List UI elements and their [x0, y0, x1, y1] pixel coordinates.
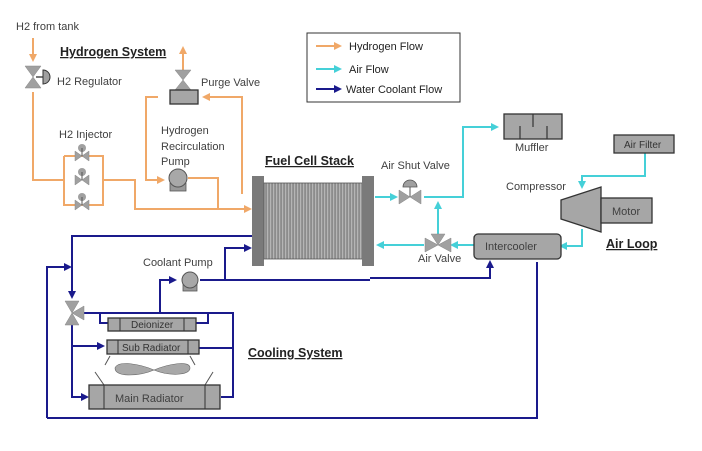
- stack-end-plate-left: [252, 176, 264, 266]
- purge-valve[interactable]: [169, 69, 199, 105]
- air-filter-label: Air Filter: [624, 140, 662, 151]
- coolant-valve-to-main-radiator-line: [71, 325, 89, 401]
- recirc-pump-label-3: Pump: [161, 156, 190, 168]
- h2-regulator-to-injector-line: [32, 92, 64, 181]
- coolant-deionizer-out: [196, 313, 209, 324]
- legend-hydrogen-label: Hydrogen Flow: [349, 41, 423, 53]
- coolant-return-to-valve-line: [46, 263, 72, 418]
- coolant-valve-to-radiators-line: [82, 312, 234, 398]
- coolant-flow-lines: [46, 235, 538, 419]
- recirc-pump-label-2: Recirculation: [161, 141, 225, 153]
- h2-regulator-valve[interactable]: [24, 65, 51, 89]
- legend-item-coolant: Water Coolant Flow: [316, 84, 442, 96]
- h2-purge-to-pump-line: [145, 96, 165, 184]
- purge-valve-label: Purge Valve: [201, 77, 260, 89]
- legend-item-air: Air Flow: [316, 64, 389, 76]
- deionizer-label: Deionizer: [131, 320, 174, 331]
- air-compressor-to-intercooler-line: [559, 229, 583, 250]
- motor: [600, 197, 653, 224]
- sub-radiator-label: Sub Radiator: [122, 343, 181, 354]
- legend-item-hydrogen: Hydrogen Flow: [316, 41, 423, 53]
- intercooler-label: Intercooler: [485, 241, 537, 253]
- coolant-pump-to-stack-line: [224, 244, 252, 280]
- h2-pump-to-stack-line: [188, 177, 219, 209]
- stack-cells: [263, 182, 365, 260]
- motor-label: Motor: [612, 206, 640, 218]
- hydrogen-flow-lines: [29, 38, 252, 213]
- sub-radiator: [106, 339, 200, 355]
- air-filter-to-compressor-line: [578, 153, 646, 189]
- air-valve-label: Air Valve: [418, 253, 461, 265]
- compressor: [560, 186, 602, 233]
- muffler: [503, 113, 563, 140]
- coolant-pump[interactable]: [181, 271, 199, 292]
- air-loop-title: Air Loop: [606, 237, 658, 251]
- cooling-system-title: Cooling System: [248, 346, 342, 360]
- deionizer: [107, 317, 197, 332]
- air-shut-valve-to-muffler-line: [424, 123, 499, 198]
- purge-valve-body: [169, 89, 199, 105]
- h2-stack-to-purge-line: [202, 93, 243, 194]
- coolant-three-way-valve[interactable]: [64, 300, 85, 326]
- h2-injector-label: H2 Injector: [59, 129, 113, 141]
- h2-injector-manifold: [63, 155, 104, 206]
- radiator-fan-icon: [94, 355, 214, 386]
- hydrogen-recirculation-pump[interactable]: [168, 168, 188, 192]
- air-flow-lines: [375, 123, 646, 250]
- air-filter: [613, 134, 675, 154]
- air-shut-valve-label: Air Shut Valve: [381, 160, 450, 172]
- legend-air-label: Air Flow: [349, 64, 389, 76]
- coolant-intercooler-return-line: [47, 262, 538, 419]
- legend: Hydrogen Flow Air Flow Water Coolant Flo…: [306, 32, 461, 103]
- coolant-to-intercooler-line: [370, 260, 494, 279]
- coolant-pump-label: Coolant Pump: [143, 257, 213, 269]
- h2-injector-valve-3[interactable]: [74, 193, 90, 211]
- legend-coolant-label: Water Coolant Flow: [346, 84, 442, 96]
- main-radiator: [88, 384, 221, 410]
- h2-injector-valve-1[interactable]: [74, 144, 90, 162]
- h2-injector-valve-2[interactable]: [74, 168, 90, 186]
- stack-end-plate-right: [362, 176, 374, 266]
- air-valve[interactable]: [424, 233, 452, 253]
- muffler-label: Muffler: [515, 142, 549, 154]
- coolant-to-pump-line: [159, 276, 177, 313]
- h2-regulator-label: H2 Regulator: [57, 76, 122, 88]
- coolant-deionizer-in: [99, 313, 108, 324]
- compressor-label: Compressor: [506, 181, 566, 193]
- intercooler: [473, 233, 562, 260]
- recirc-pump-label-1: Hydrogen: [161, 125, 209, 137]
- hydrogen-system-title: Hydrogen System: [60, 45, 166, 59]
- air-shut-valve[interactable]: [398, 179, 422, 205]
- fuel-cell-stack: [252, 176, 374, 266]
- h2-injector-to-stack-line: [103, 179, 252, 213]
- main-radiator-label: Main Radiator: [115, 393, 184, 405]
- fuel-cell-stack-title: Fuel Cell Stack: [265, 154, 354, 168]
- coolant-stack-to-valve-line: [68, 235, 252, 299]
- h2-from-tank-label: H2 from tank: [16, 21, 79, 33]
